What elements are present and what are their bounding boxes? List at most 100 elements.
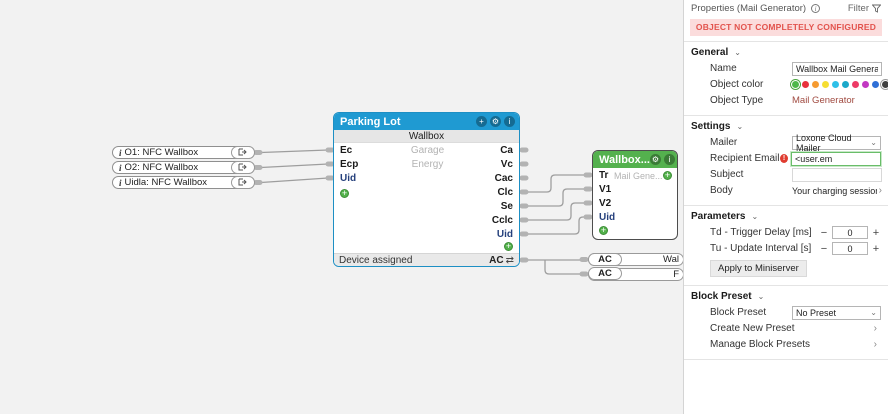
panel-empty-area — [684, 359, 888, 414]
gear-icon[interactable]: ⚙ — [490, 116, 501, 127]
output-ref-target: Wal — [663, 254, 683, 265]
jump-to-source-icon[interactable] — [231, 176, 255, 189]
input-v2[interactable]: V2 — [599, 197, 611, 211]
input-ref-label: Uidla: NFC Wallbox — [125, 177, 208, 188]
center-label-garage: Garage — [334, 144, 521, 158]
output-cac[interactable]: Cac — [495, 172, 513, 186]
input-tr[interactable]: Tr — [599, 169, 608, 183]
manage-block-presets-row[interactable]: Manage Block Presets › — [710, 337, 881, 352]
block-preset-select[interactable]: No Preset ⌄ — [792, 306, 881, 320]
parking-lot-header[interactable]: Parking Lot + ⚙ i — [334, 113, 519, 130]
chevron-right-icon: › — [879, 185, 882, 196]
filter-label: Filter — [848, 3, 869, 14]
add-output-icon[interactable]: + — [663, 171, 672, 180]
info-icon[interactable]: i — [664, 154, 675, 165]
mailer-select[interactable]: Loxone Cloud Mailer ⌄ — [792, 136, 881, 150]
info-icon: i — [119, 163, 122, 173]
subject-input[interactable] — [792, 168, 882, 182]
color-dot[interactable] — [832, 81, 839, 88]
section-block-preset: Block Preset⌄ Block Preset No Preset ⌄ C… — [684, 285, 888, 359]
add-output-icon[interactable]: + — [504, 242, 513, 251]
input-ref-uidla[interactable]: i Uidla: NFC Wallbox — [112, 176, 255, 189]
increment-button[interactable]: + — [871, 243, 881, 255]
color-dot[interactable] — [842, 81, 849, 88]
wire — [261, 164, 328, 168]
input-uid[interactable]: Uid — [599, 211, 615, 225]
tu-value-input[interactable]: 0 — [832, 242, 868, 255]
decrement-button[interactable]: − — [819, 227, 829, 239]
gear-icon[interactable]: ⚙ — [650, 154, 661, 165]
output-ref-ac-2[interactable]: AC F — [588, 268, 684, 281]
decrement-button[interactable]: − — [819, 243, 829, 255]
add-icon[interactable]: + — [476, 116, 487, 127]
input-uid[interactable]: Uid — [340, 172, 356, 186]
body-field[interactable]: Your charging session ende › — [792, 185, 882, 196]
color-dot[interactable] — [872, 81, 879, 88]
block-title: Parking Lot — [340, 116, 401, 128]
tu-update-interval-label: Tu - Update Interval [s] — [710, 243, 819, 254]
output-vc[interactable]: Vc — [501, 158, 513, 172]
center-label-energy: Energy — [334, 158, 521, 172]
object-type-value: Mail Generator — [792, 95, 855, 106]
input-ref-o2[interactable]: i O2: NFC Wallbox — [112, 161, 255, 174]
info-icon: i — [119, 178, 122, 188]
output-uid[interactable]: Uid — [497, 228, 513, 242]
color-dot[interactable] — [792, 81, 799, 88]
block-subtitle: Wallbox — [334, 130, 519, 143]
swap-icon: ⇄ — [506, 255, 514, 266]
mail-block-header[interactable]: Wallbox... ⚙ i — [593, 151, 677, 168]
ac-output[interactable]: AC — [489, 255, 503, 266]
panel-title: Properties (Mail Generator) — [691, 3, 806, 14]
color-dot[interactable] — [812, 81, 819, 88]
info-icon: i — [119, 148, 122, 158]
general-header[interactable]: General⌄ — [691, 47, 881, 58]
output-clc[interactable]: Clc — [497, 186, 513, 200]
block-preset-header[interactable]: Block Preset⌄ — [691, 291, 881, 302]
add-input-icon[interactable]: + — [340, 189, 349, 198]
wire — [261, 178, 328, 183]
object-color-palette — [792, 81, 888, 88]
output-se[interactable]: Se — [501, 200, 513, 214]
color-dot[interactable] — [882, 81, 888, 88]
color-dot[interactable] — [862, 81, 869, 88]
recipient-email-input[interactable] — [791, 152, 881, 166]
apply-to-miniserver-button[interactable]: Apply to Miniserver — [710, 260, 807, 277]
color-dot[interactable] — [852, 81, 859, 88]
info-icon[interactable]: i — [504, 116, 515, 127]
color-dot[interactable] — [802, 81, 809, 88]
output-ca[interactable]: Ca — [500, 144, 513, 158]
object-color-label: Object color — [710, 79, 792, 90]
chevron-down-icon: ⌄ — [870, 138, 877, 147]
wire — [261, 150, 328, 153]
properties-panel: Properties (Mail Generator) i Filter OBJ… — [683, 0, 888, 414]
section-parameters: Parameters⌄ Td - Trigger Delay [ms] − 0 … — [684, 205, 888, 285]
parking-lot-block[interactable]: Parking Lot + ⚙ i Wallbox Ec Ecp Uid + G… — [333, 112, 520, 267]
color-dot[interactable] — [822, 81, 829, 88]
output-cclc[interactable]: Cclc — [492, 214, 513, 228]
block-title: Wallbox... — [599, 154, 650, 166]
filter-funnel-icon[interactable] — [872, 4, 881, 13]
input-ref-label: O2: NFC Wallbox — [125, 162, 199, 173]
parameters-header[interactable]: Parameters⌄ — [691, 211, 881, 222]
create-new-preset-row[interactable]: Create New Preset › — [710, 321, 881, 336]
td-value-input[interactable]: 0 — [832, 226, 868, 239]
jump-to-source-icon[interactable] — [231, 146, 255, 159]
td-trigger-delay-label: Td - Trigger Delay [ms] — [710, 227, 819, 238]
jump-to-source-icon[interactable] — [231, 161, 255, 174]
info-icon[interactable]: i — [811, 4, 820, 13]
add-input-icon[interactable]: + — [599, 226, 608, 235]
increment-button[interactable]: + — [871, 227, 881, 239]
name-input[interactable] — [792, 62, 882, 76]
input-v1[interactable]: V1 — [599, 183, 611, 197]
chevron-down-icon: ⌄ — [751, 212, 758, 221]
settings-header[interactable]: Settings⌄ — [691, 121, 881, 132]
chevron-down-icon: ⌄ — [736, 122, 743, 131]
body-label: Body — [710, 185, 792, 196]
input-ref-label: O1: NFC Wallbox — [125, 147, 199, 158]
input-ref-o1[interactable]: i O1: NFC Wallbox — [112, 146, 255, 159]
parking-lot-footer[interactable]: Device assigned AC ⇄ — [334, 253, 519, 266]
output-ref-ac-1[interactable]: AC Wal — [588, 253, 684, 266]
output-ref-target: F — [673, 269, 683, 280]
mail-generator-block[interactable]: Wallbox... ⚙ i Tr Mail Gene... + V1 V2 U… — [592, 150, 678, 240]
